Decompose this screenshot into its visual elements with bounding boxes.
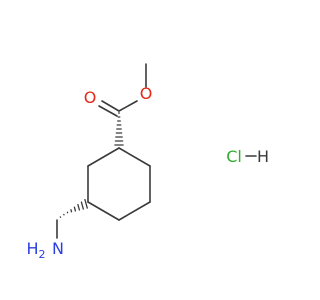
stereo-hash-wedge-aminomethyl <box>59 198 88 218</box>
bond-ring-c6-c1 <box>87 147 120 167</box>
stereo-hash-wedge-ester <box>114 112 124 146</box>
bond-carbonyl-double-2 <box>98 105 118 117</box>
bond-oxygen-carbonyl <box>118 100 138 112</box>
amine-nitrogen-label: N <box>52 239 64 258</box>
bond-ring-c4-c5 <box>87 201 120 221</box>
amine-h-subscript: 2 <box>39 248 46 261</box>
amine-h-label: H <box>26 239 38 258</box>
hcl-hydrogen-label: H <box>257 147 269 166</box>
molecule-structure: O O N H2 Cl H <box>26 63 269 261</box>
bond-ring-c3-c4 <box>118 201 151 221</box>
carbonyl-oxygen-label: O <box>84 88 97 107</box>
bond-carbonyl-double-1 <box>101 100 120 112</box>
ester-oxygen-label: O <box>140 84 153 103</box>
bond-ring-c1-c2 <box>118 147 151 167</box>
amine-hydrogens-label: H2 <box>26 239 45 261</box>
hcl-chlorine-label: Cl <box>226 147 242 166</box>
bond-lines <box>56 63 257 239</box>
